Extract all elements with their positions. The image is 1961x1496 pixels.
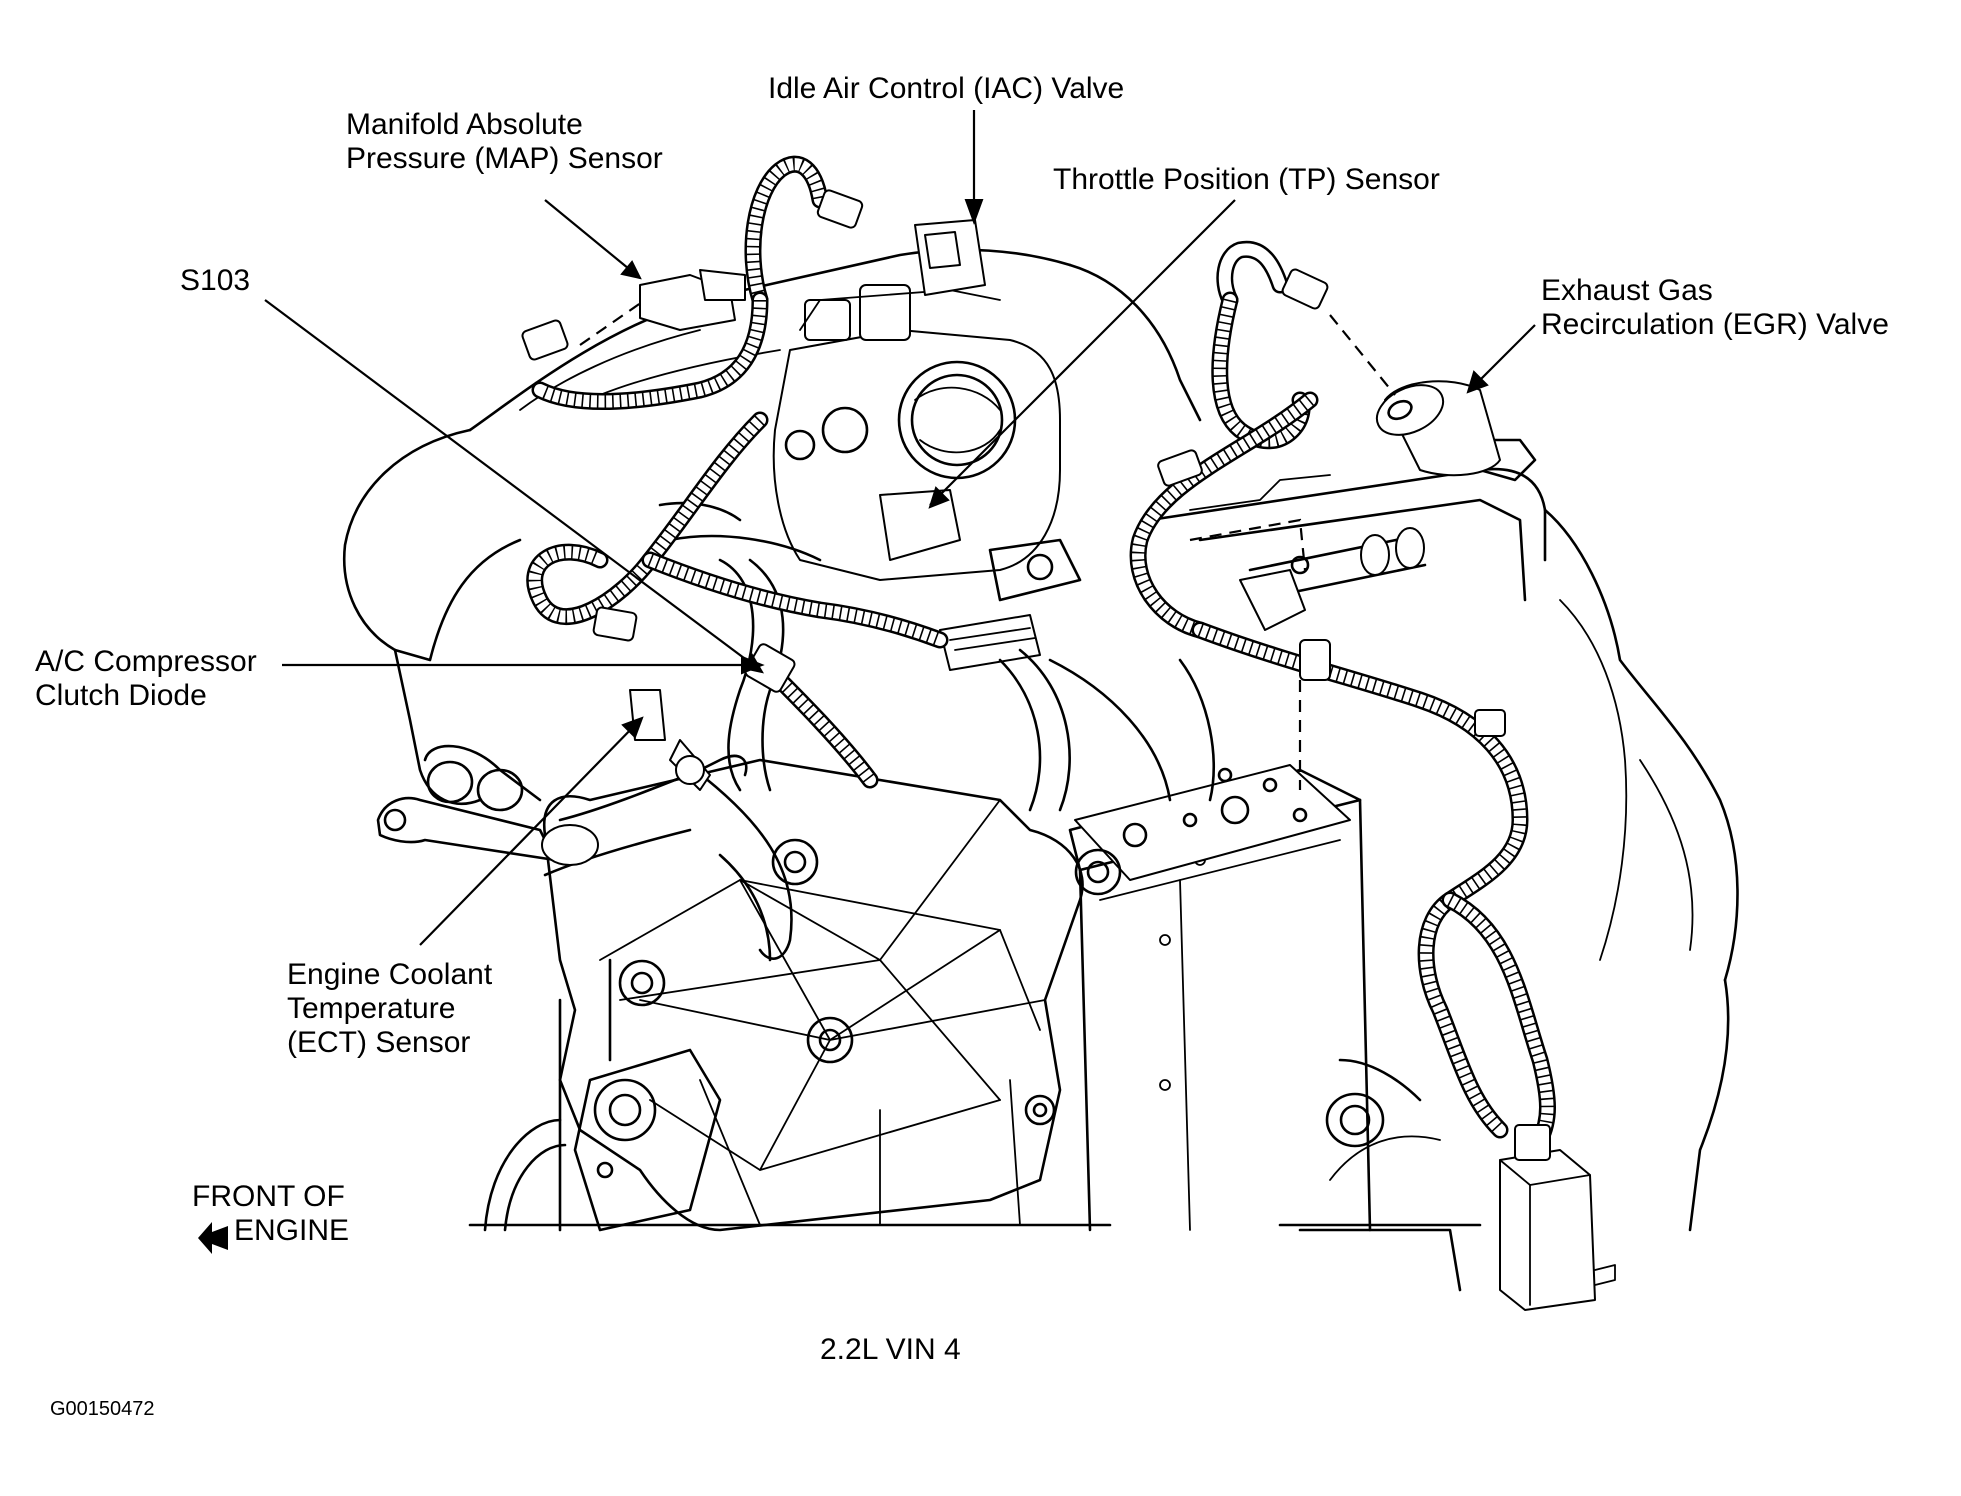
egr-valve-label: Exhaust Gas Recirculation (EGR) Valve: [1541, 274, 1889, 342]
figure-id: G00150472: [50, 1398, 155, 1420]
accessory-bracket-drawing: [541, 754, 1122, 1232]
ac-diode-label: A/C Compressor Clutch Diode: [35, 645, 257, 713]
map-sensor-label: Manifold Absolute Pressure (MAP) Sensor: [346, 108, 663, 176]
ac-diode-label-line1: A/C Compressor: [35, 645, 257, 678]
front-of-engine-label-line2: ENGINE: [234, 1214, 350, 1247]
egr-valve-label-line1: Exhaust Gas: [1541, 274, 1713, 307]
map-sensor-label-line1: Manifold Absolute: [346, 108, 583, 141]
egr-valve-label-line2: Recirculation (EGR) Valve: [1541, 308, 1889, 341]
ect-sensor-label-line3: (ECT) Sensor: [287, 1026, 471, 1059]
leader-lines: [264, 110, 1536, 946]
ect-sensor-label-line2: Temperature: [287, 992, 456, 1025]
tp-sensor-label: Throttle Position (TP) Sensor: [1053, 163, 1440, 196]
front-of-engine-label: FRONT OF ENGINE: [192, 1180, 349, 1248]
map-sensor-label-line2: Pressure (MAP) Sensor: [346, 142, 663, 175]
wiring-harness-drawing: [521, 155, 1616, 1311]
throttle-body-drawing: [629, 219, 1427, 812]
diagram-caption: 2.2L VIN 4: [820, 1333, 961, 1366]
front-of-engine-label-line1: FRONT OF: [192, 1180, 345, 1213]
ac-diode-label-line2: Clutch Diode: [35, 679, 207, 712]
engine-block-drawing: [342, 248, 1739, 1292]
front-arrow-icon: [198, 1222, 228, 1254]
dashed-connection-lines: [579, 299, 1396, 790]
ect-sensor-label-line1: Engine Coolant: [287, 958, 493, 991]
iac-valve-label: Idle Air Control (IAC) Valve: [768, 72, 1125, 105]
s103-label: S103: [180, 264, 251, 297]
ect-sensor-label: Engine Coolant Temperature (ECT) Sensor: [287, 958, 492, 1060]
